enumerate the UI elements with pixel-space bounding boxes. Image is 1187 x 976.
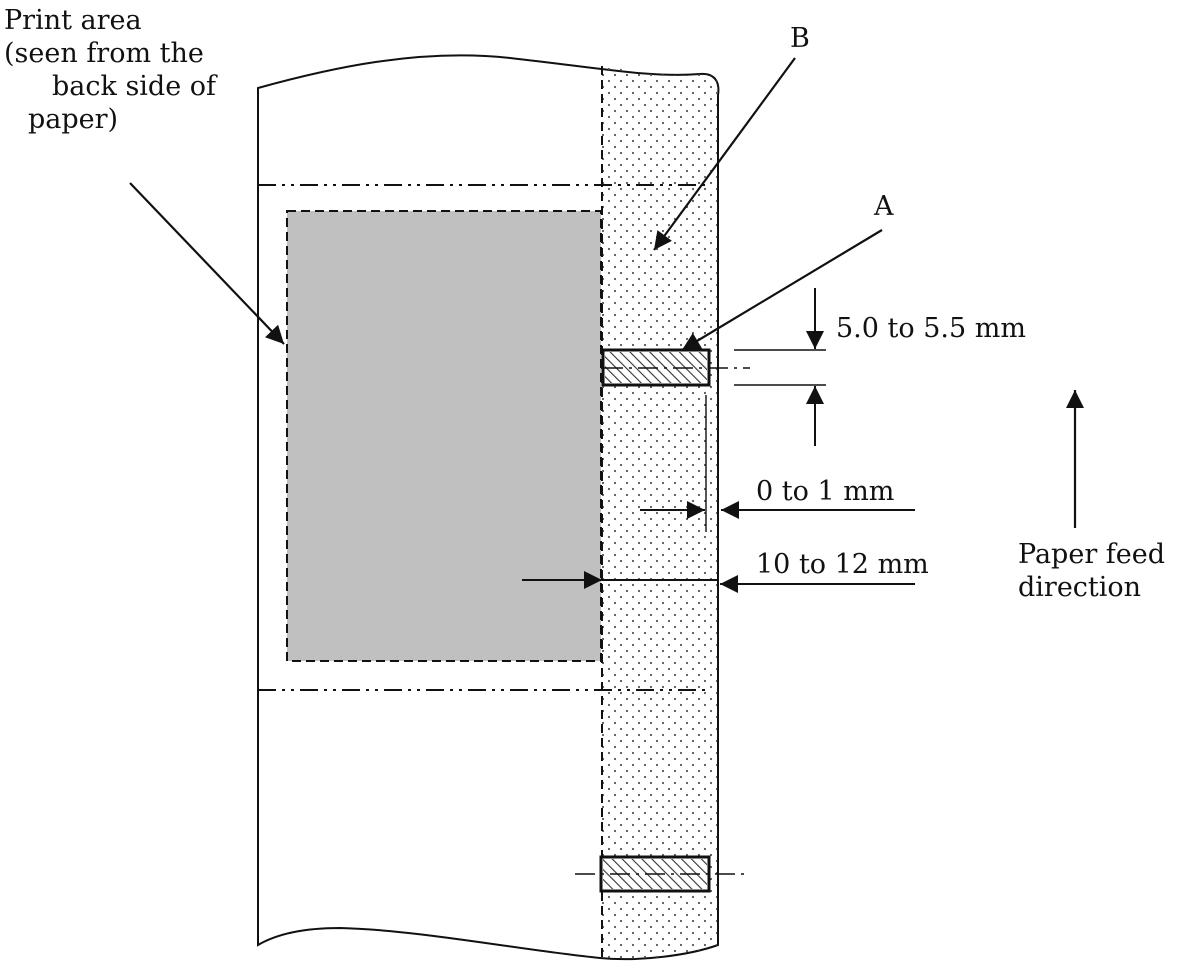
- a-leader: [681, 229, 883, 351]
- print-area-label-line-3: back side of: [52, 71, 217, 102]
- print-area-leader: [129, 182, 285, 345]
- b-leader: [653, 57, 796, 251]
- feed-direction-label-line-2: direction: [1018, 572, 1142, 603]
- feed-direction-label-line-1: Paper feed: [1018, 539, 1166, 570]
- label-b: B: [790, 23, 810, 54]
- dim-width-label: 10 to 12 mm: [756, 549, 929, 580]
- dotted-strip: [602, 66, 719, 960]
- print-area-label: Print area (seen from the back side of p…: [4, 4, 216, 136]
- print-area-label-line-1: Print area: [4, 5, 142, 36]
- label-a: A: [874, 191, 894, 222]
- feed-direction-label: Paper feed direction: [1018, 538, 1165, 604]
- dim-height-label: 5.0 to 5.5 mm: [836, 313, 1026, 344]
- print-area-label-line-2: (seen from the: [4, 38, 204, 69]
- print-area-label-line-4: paper): [28, 104, 119, 135]
- print-area-rect: [286, 210, 602, 662]
- dim-offset-label: 0 to 1 mm: [756, 476, 895, 507]
